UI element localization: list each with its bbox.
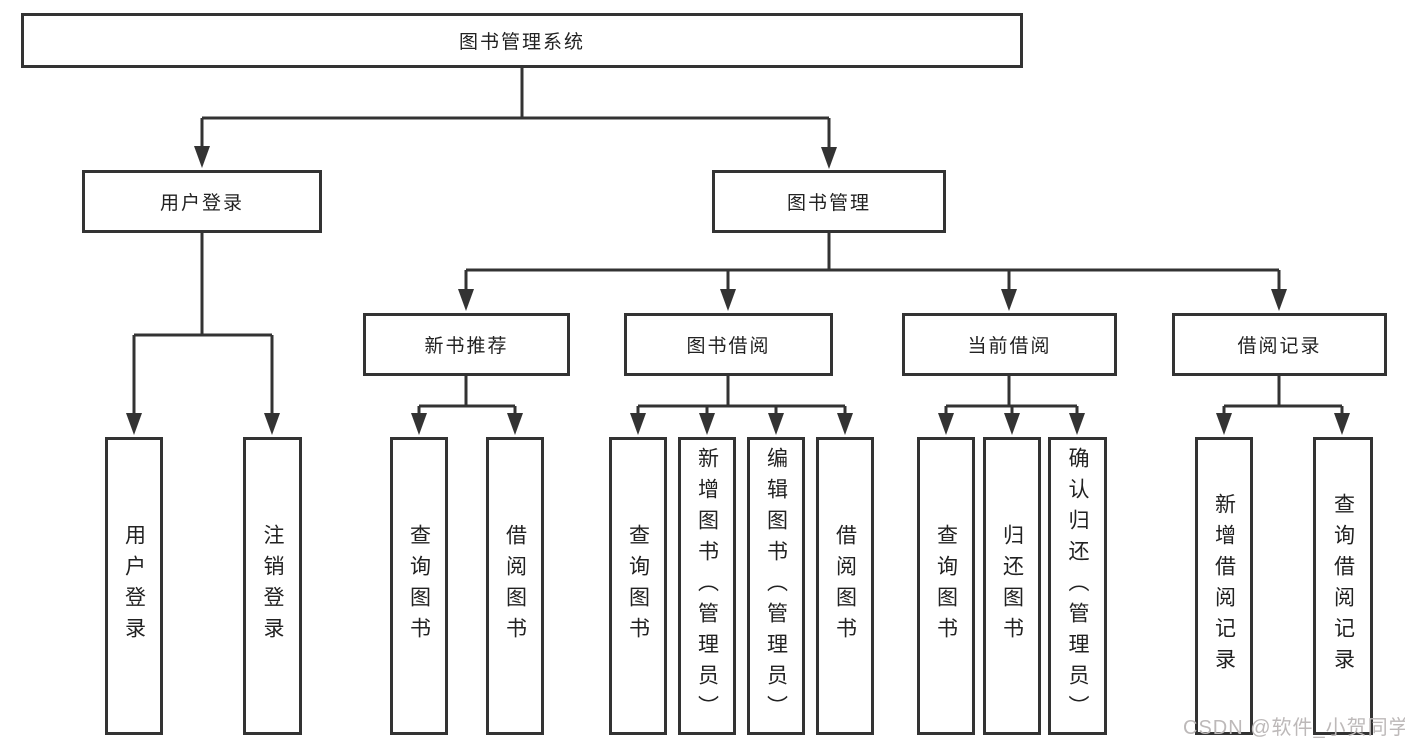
node-book-borrow-label: 图书借阅 [686,336,771,357]
leaf-recommend-query-books: 查询图书 [390,437,448,735]
node-borrow-records: 借阅记录 [1172,313,1387,376]
leaf-borrow-edit-books-admin: 编辑图书（管理员） [747,437,805,735]
leaf-logout-label: 注销登录 [261,524,284,648]
leaf-logout: 注销登录 [243,437,302,735]
node-new-book-recommend: 新书推荐 [363,313,570,376]
node-user-login: 用户登录 [82,170,322,233]
leaf-records-query-record: 查询借阅记录 [1313,437,1373,735]
leaf-borrow-add-books-admin-label: 新增图书（管理员） [695,446,719,726]
node-current-borrow-label: 当前借阅 [967,336,1052,357]
node-user-login-label: 用户登录 [159,193,244,214]
leaf-borrow-edit-books-admin-label: 编辑图书（管理员） [764,446,788,726]
leaf-recommend-borrow-books-label: 借阅图书 [503,524,527,648]
node-root-label: 图书管理系统 [458,32,585,53]
leaf-records-add-record-label: 新增借阅记录 [1212,493,1236,679]
leaf-user-login: 用户登录 [105,437,163,735]
leaf-current-query-books: 查询图书 [917,437,975,735]
leaf-recommend-query-books-label: 查询图书 [407,524,431,648]
leaf-borrow-borrow-books: 借阅图书 [816,437,874,735]
node-current-borrow: 当前借阅 [902,313,1117,376]
leaf-current-confirm-return-admin: 确认归还（管理员） [1048,437,1107,735]
node-root: 图书管理系统 [21,13,1023,68]
leaf-current-return-books: 归还图书 [983,437,1041,735]
leaf-borrow-borrow-books-label: 借阅图书 [833,524,857,648]
leaf-user-login-label: 用户登录 [122,524,146,648]
leaf-current-query-books-label: 查询图书 [934,524,958,648]
node-new-book-recommend-label: 新书推荐 [424,336,509,357]
leaf-borrow-query-books: 查询图书 [609,437,667,735]
leaf-borrow-query-books-label: 查询图书 [626,524,650,648]
leaf-records-add-record: 新增借阅记录 [1195,437,1253,735]
node-book-management-label: 图书管理 [786,193,871,214]
leaf-recommend-borrow-books: 借阅图书 [486,437,544,735]
leaf-current-return-books-label: 归还图书 [1000,524,1024,648]
node-borrow-records-label: 借阅记录 [1237,336,1322,357]
node-book-borrow: 图书借阅 [624,313,833,376]
watermark-text: CSDN @软件_小贺同学 [1183,717,1405,739]
node-book-management: 图书管理 [712,170,946,233]
leaf-borrow-add-books-admin: 新增图书（管理员） [678,437,736,735]
arrowhead-icons [126,146,1350,435]
leaf-current-confirm-return-admin-label: 确认归还（管理员） [1066,446,1089,726]
leaf-records-query-record-label: 查询借阅记录 [1331,493,1355,679]
